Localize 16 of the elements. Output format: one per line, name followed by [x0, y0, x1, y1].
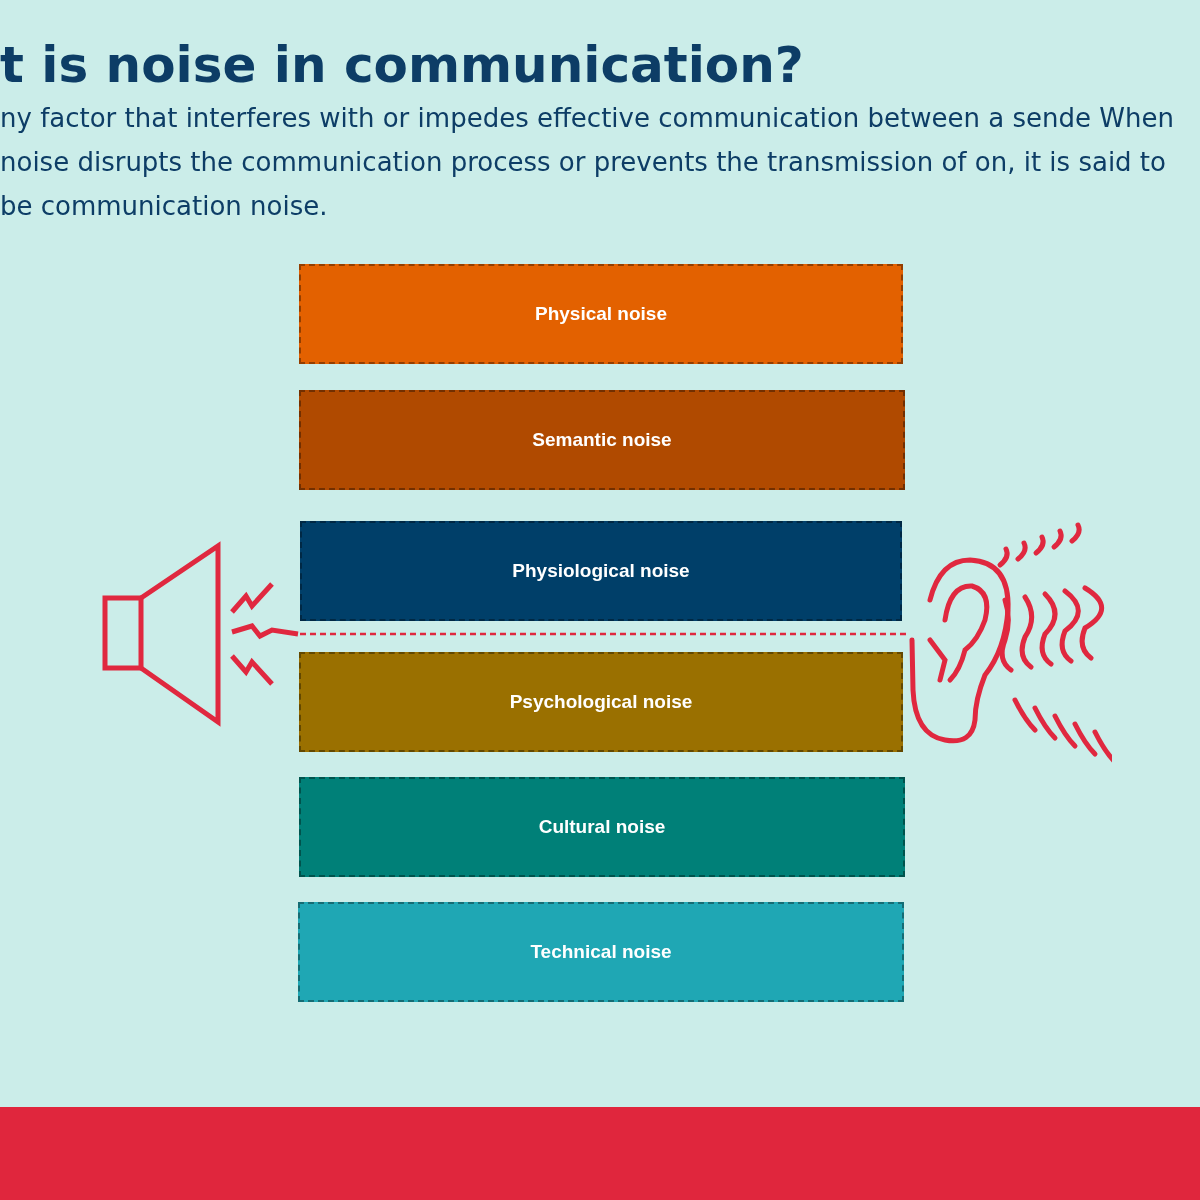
description-text: ny factor that interferes with or impedes effective communication between a sende When noise disrupts the communication process or prevents the transmission of on, it is said to be communication noise.: [0, 102, 1175, 223]
box-label: Technical noise: [530, 941, 672, 963]
title: t is noise in communication?: [0, 36, 804, 94]
noise-type-box: [299, 264, 903, 364]
noise-type-box: [299, 390, 905, 490]
noise-type-box: [299, 652, 903, 752]
noise-type-box: [298, 902, 904, 1002]
dashed-line: [300, 632, 908, 636]
box-label: Physical noise: [535, 303, 667, 325]
box-label: Cultural noise: [538, 816, 666, 838]
box-label: Psychological noise: [509, 691, 693, 713]
noise-type-box: [299, 777, 905, 877]
noise-type-box: [300, 521, 902, 621]
box-label: Physiological noise: [512, 560, 690, 582]
speaker-drawing: [100, 540, 300, 728]
box-label: Semantic noise: [532, 429, 672, 451]
